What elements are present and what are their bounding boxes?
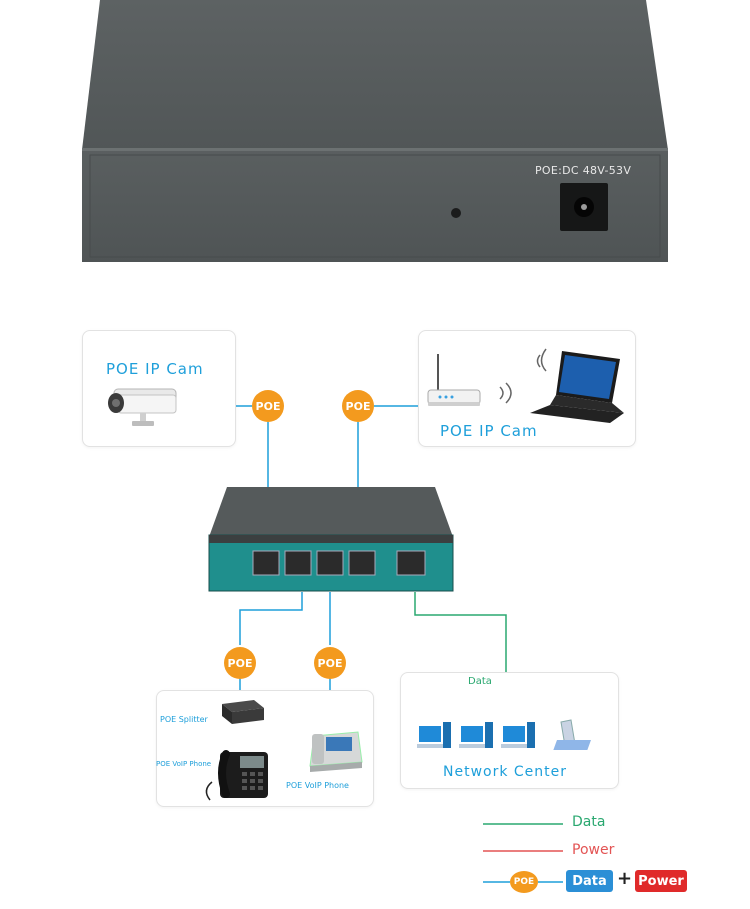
poe-badge-splitter: POE <box>224 647 256 679</box>
ip-camera-icon <box>108 388 177 426</box>
ip-camera-card <box>82 330 236 447</box>
laptop-icon <box>499 348 624 423</box>
desk-phone-icon <box>205 750 268 801</box>
legend-power-label: Power <box>572 842 615 858</box>
voip-phone-label-1: POE VoIP Phone <box>156 760 212 768</box>
legend-plus: + <box>617 868 633 889</box>
legend-poe-badge: POE <box>510 871 538 893</box>
network-center-title: Network Center <box>443 764 568 780</box>
voip-phone-label-2: POE VoIP Phone <box>286 781 349 790</box>
splitter-label: POE Splitter <box>160 715 208 724</box>
ip-camera-title: POE IP Cam <box>106 360 204 378</box>
switch-rear-panel-photo <box>82 0 668 262</box>
data-line-label: Data <box>468 676 492 687</box>
poe-badge-router: POE <box>342 390 374 422</box>
network-computers-icon <box>417 719 591 750</box>
legend-data-label: Data <box>572 814 606 830</box>
reset-hole-icon <box>451 208 461 218</box>
router-title: POE IP Cam <box>440 422 538 440</box>
poe-badge-voip: POE <box>314 647 346 679</box>
legend-combo-power: Power <box>635 870 687 892</box>
poe-splitter-icon <box>222 700 264 724</box>
legend-combo-data: Data <box>566 870 613 892</box>
voip-phone-icon <box>309 731 363 772</box>
power-spec-label: POE:DC 48V-53V <box>535 164 632 177</box>
poe-switch-icon <box>208 487 454 592</box>
wireless-router-icon <box>427 354 481 406</box>
poe-badge-camera: POE <box>252 390 284 422</box>
